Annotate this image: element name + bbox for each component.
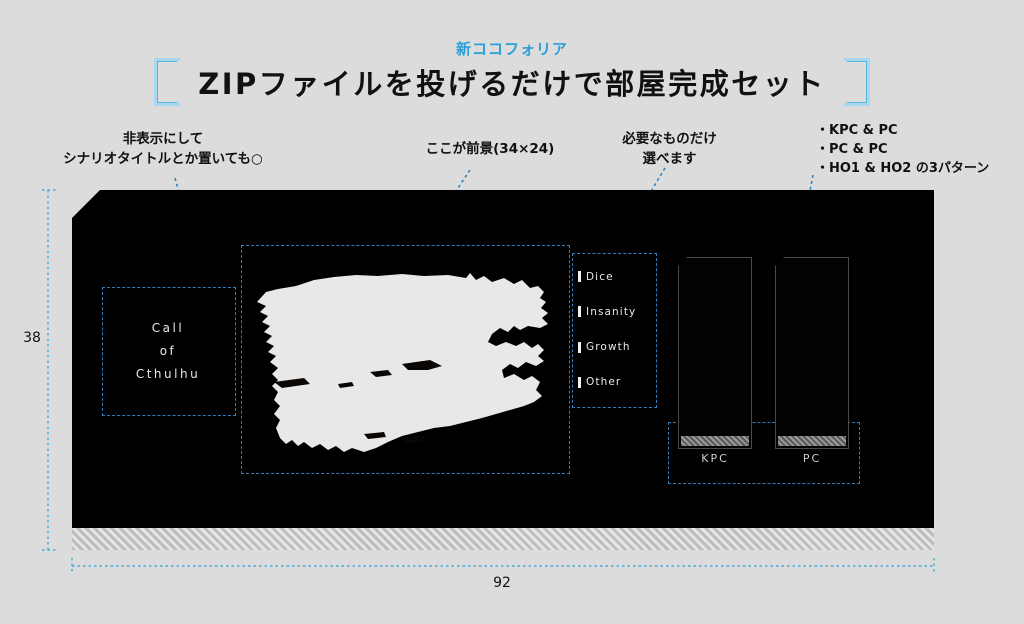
dimension-height-value: 38 (23, 330, 41, 346)
title-card-line3: Cthulhu (135, 366, 201, 381)
title-card-line2: of (159, 343, 177, 358)
character-stand-kpc-transparency-strip (681, 436, 749, 446)
character-stand-pc-label: PC (802, 452, 822, 465)
bracket-right-icon (843, 58, 870, 106)
region-box-menu (572, 253, 657, 408)
dimension-width-rule (71, 558, 935, 574)
foreground-brush-stroke (257, 273, 548, 452)
dimension-width-value: 92 (493, 575, 511, 591)
character-stand-pc-transparency-strip (778, 436, 846, 446)
menu-item-label: Dice (586, 270, 614, 283)
menu-item-label: Growth (586, 341, 631, 354)
title-card-line1: Call (151, 320, 185, 335)
menu-item-insanity[interactable]: Insanity (578, 306, 655, 318)
page-title: ZIPファイルを投げるだけで部屋完成セット (198, 67, 826, 101)
annotation-hidden-title-line1: 非表示にして (122, 131, 204, 147)
annotation-patterns-line2: ・PC & PC (816, 141, 888, 157)
annotation-choose: 必要なものだけ 選べます (597, 130, 742, 169)
annotation-foreground-line1: ここが前景(34×24) (425, 141, 555, 157)
menu-bullet-icon (578, 376, 581, 388)
menu-bullet-icon (578, 306, 581, 318)
menu-bullet-icon (578, 341, 581, 353)
annotation-patterns: ・KPC & PC ・PC & PC ・HO1 & HO2 の3パターン (816, 122, 989, 179)
room-floor-transparency-strip (72, 528, 934, 550)
character-stand-pc[interactable] (775, 257, 849, 449)
region-box-stands (668, 422, 860, 484)
annotation-patterns-line1: ・KPC & PC (816, 123, 898, 138)
kicker-text: 新ココフォリア (455, 40, 568, 58)
menu-bullet-icon (578, 271, 581, 283)
annotation-foreground: ここが前景(34×24) (410, 140, 570, 160)
annotation-hidden-title: 非表示にして シナリオタイトルとか置いても○ (38, 130, 288, 169)
title-row: ZIPファイルを投げるだけで部屋完成セット (0, 58, 1024, 106)
menu-item-dice[interactable]: Dice (578, 271, 655, 283)
menu-item-other[interactable]: Other (578, 376, 655, 388)
region-box-foreground (241, 245, 570, 474)
room-menu: Dice Insanity Growth Other (572, 253, 655, 406)
annotation-patterns-line3: ・HO1 & HO2 の3パターン (816, 160, 990, 176)
title-card: Call of Cthulhu (102, 287, 234, 414)
annotation-choose-line2: 選べます (642, 150, 697, 167)
annotation-hidden-title-line2: シナリオタイトルとか置いても○ (63, 150, 263, 167)
menu-item-label: Insanity (586, 305, 637, 318)
annotation-choose-line1: 必要なものだけ (622, 131, 717, 147)
character-stand-kpc[interactable] (678, 257, 752, 449)
character-stand-kpc-label: KPC (701, 452, 729, 465)
menu-item-label: Other (586, 376, 622, 389)
region-box-title-card (102, 287, 236, 416)
bracket-left-icon (154, 58, 181, 106)
menu-item-growth[interactable]: Growth (578, 341, 655, 353)
